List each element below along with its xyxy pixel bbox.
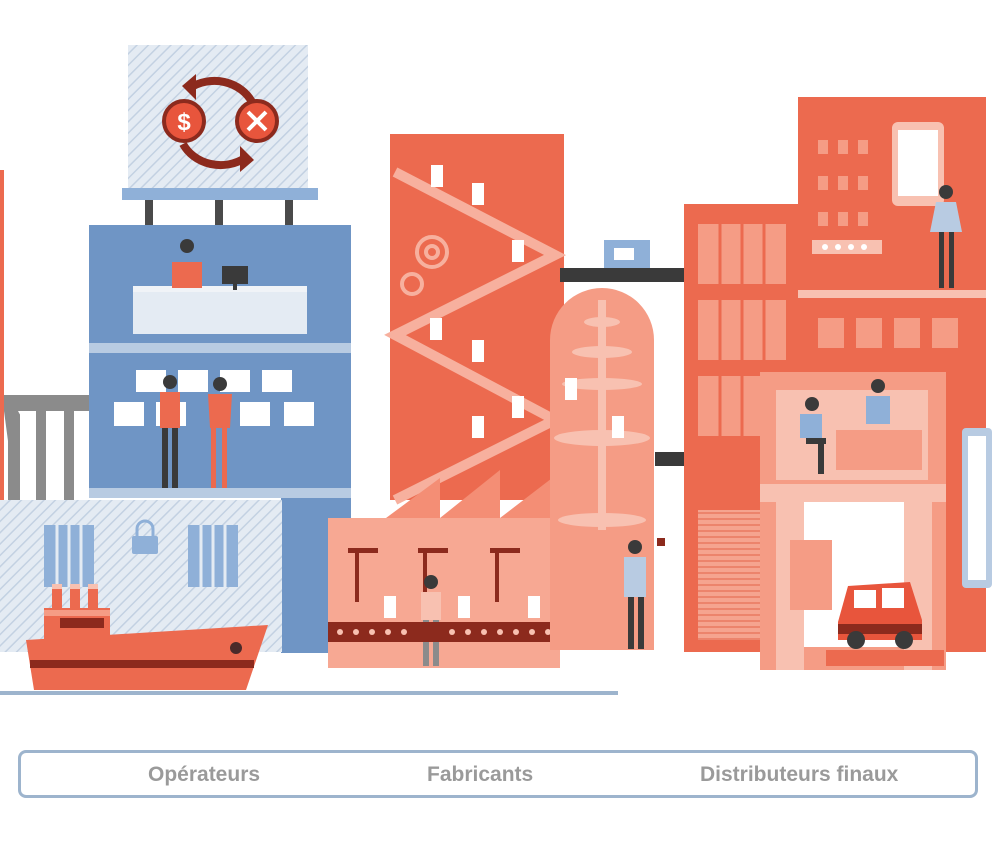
salesperson (866, 379, 890, 424)
cargo-ship (26, 584, 268, 690)
robot-arm (348, 548, 520, 602)
billboard: $ (122, 45, 318, 225)
customer-person (800, 397, 826, 474)
manufacturers-label: Fabricants (427, 763, 534, 786)
operator-person (172, 239, 202, 288)
operators-building: $ (0, 45, 351, 690)
padlock-icon (132, 519, 158, 554)
end-distributors-label: Distributeurs finaux (700, 763, 899, 786)
svg-text:$: $ (177, 109, 191, 136)
operator-person (160, 375, 180, 488)
warehouse (0, 500, 282, 652)
worker-person (421, 575, 441, 666)
scientist-person (624, 538, 665, 649)
supply-chain-illustration: $ (0, 45, 992, 695)
smartphone (892, 122, 944, 206)
operator-person (208, 377, 232, 488)
distributors-building (684, 97, 992, 670)
dollar-exchange-cycle-icon: $ (162, 74, 279, 172)
gear-icon (400, 235, 449, 296)
conveyor-belt (328, 622, 560, 642)
customer-person (930, 185, 962, 288)
stakeholder-legend: Opérateurs Fabricants Distributeurs fina… (18, 750, 978, 798)
viaduct (0, 395, 90, 501)
delivery-car (826, 582, 944, 666)
operators-label: Opérateurs (148, 763, 261, 786)
reception-desk (133, 266, 307, 334)
